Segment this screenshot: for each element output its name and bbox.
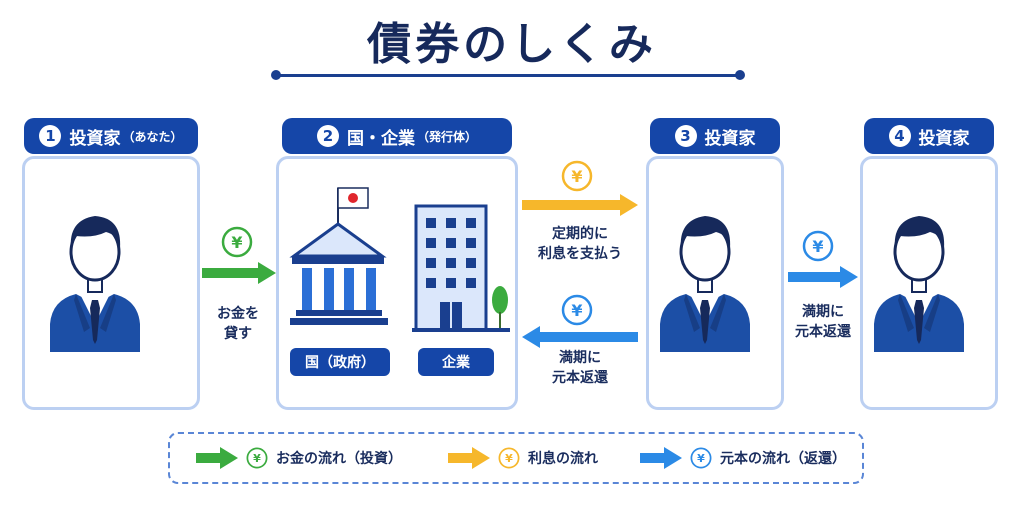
legend: ¥ お金の流れ（投資） ¥ 利息の流れ ¥ 元本の流れ（返還）: [168, 432, 864, 484]
repay-arrow-to-investor-4: [788, 266, 858, 288]
investor-4-box: [860, 156, 998, 410]
government-building-icon: [288, 184, 390, 332]
yen-coin-icon: ¥: [802, 230, 834, 262]
investor-3-box: [646, 156, 784, 410]
yen-coin-icon: ¥: [561, 160, 593, 192]
interest-arrow: [522, 194, 638, 216]
legend-item-interest: ¥ 利息の流れ: [448, 434, 598, 482]
legend-label-principal: 元本の流れ（返還）: [720, 451, 846, 467]
yen-coin-icon: ¥: [246, 447, 268, 469]
businessperson-icon: [46, 200, 144, 352]
svg-text:¥: ¥: [231, 233, 242, 252]
company-pill: 企業: [418, 348, 494, 376]
issuer-title: 国・企業: [346, 128, 415, 149]
svg-text:¥: ¥: [697, 452, 705, 465]
step-number-1: 1: [39, 125, 62, 147]
legend-item-investment: ¥ お金の流れ（投資）: [196, 434, 402, 482]
legend-green-arrow: [196, 447, 238, 469]
title-underline-dot-right: [735, 70, 745, 80]
businessperson-icon: [870, 200, 968, 352]
businessperson-icon: [656, 200, 754, 352]
yen-coin-icon: ¥: [221, 226, 253, 258]
investor-1-label: 1 投資家 （あなた）: [24, 118, 198, 154]
page-title: 債券のしくみ: [367, 19, 657, 70]
interest-caption: 定期的に 利息を支払う: [538, 226, 622, 262]
legend-item-principal: ¥ 元本の流れ（返還）: [640, 434, 846, 482]
investor-1-subtitle: （あなた）: [122, 129, 183, 144]
repay-arrow-to-investor-3: [522, 326, 638, 348]
svg-text:¥: ¥: [571, 301, 582, 320]
step-number-3: 3: [674, 125, 697, 147]
investor-3-label: 3 投資家: [650, 118, 780, 154]
investor-1-box: [22, 156, 200, 410]
investor-4-title: 投資家: [918, 128, 970, 149]
svg-text:¥: ¥: [253, 452, 261, 465]
repay-caption-3: 満期に 元本返還: [552, 350, 608, 386]
investor-3-title: 投資家: [704, 128, 756, 149]
investor-4-label: 4 投資家: [864, 118, 994, 154]
legend-label-investment: お金の流れ（投資）: [276, 451, 402, 467]
yen-coin-icon: ¥: [690, 447, 712, 469]
repay-caption-4: 満期に 元本返還: [795, 304, 851, 340]
legend-blue-arrow: [640, 447, 682, 469]
company-building-icon: [412, 204, 510, 332]
investor-1-title: 投資家: [69, 128, 121, 149]
issuer-label: 2 国・企業 （発行体）: [282, 118, 512, 154]
legend-yellow-arrow: [448, 447, 490, 469]
title-underline: [276, 74, 740, 77]
title-underline-dot-left: [271, 70, 281, 80]
lend-arrow: [202, 262, 276, 284]
svg-text:¥: ¥: [571, 167, 582, 186]
yen-coin-icon: ¥: [498, 447, 520, 469]
legend-label-interest: 利息の流れ: [528, 451, 598, 467]
svg-text:¥: ¥: [505, 452, 513, 465]
government-pill: 国（政府）: [290, 348, 390, 376]
step-number-2: 2: [316, 125, 339, 147]
lend-caption: お金を 貸す: [217, 306, 259, 342]
step-number-4: 4: [888, 125, 911, 147]
issuer-subtitle: （発行体）: [416, 129, 477, 144]
yen-coin-icon: ¥: [561, 294, 593, 326]
svg-text:¥: ¥: [812, 237, 823, 256]
